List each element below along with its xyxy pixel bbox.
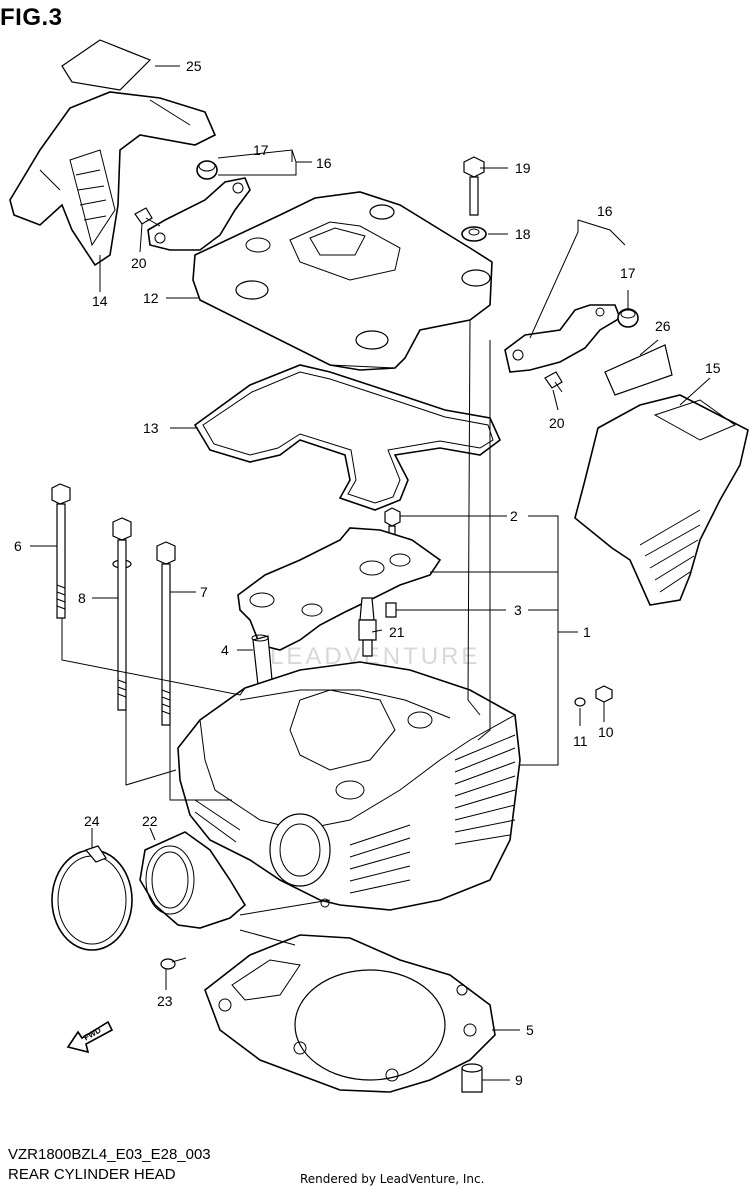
- part-16-bracket-left: [147, 177, 251, 251]
- callout-24: 24: [84, 813, 100, 829]
- callout-17: 17: [253, 142, 269, 158]
- callout-18: 18: [515, 226, 531, 242]
- callout-16-right: 16: [597, 203, 613, 219]
- part-15-cover: [574, 394, 749, 606]
- part-26-pad: [604, 344, 673, 396]
- model-code: VZR1800BZL4_E03_E28_003: [8, 1146, 211, 1163]
- part-7-bolt: [156, 541, 176, 726]
- part-21-spark-plug: [358, 597, 377, 657]
- callout-22: 22: [142, 813, 158, 829]
- callout-6: 6: [14, 538, 22, 554]
- callout-2: 2: [510, 508, 518, 524]
- callout-4: 4: [221, 642, 229, 658]
- part-20-bolt-left: [134, 207, 161, 227]
- callout-26: 26: [655, 318, 671, 334]
- callout-20-left: 20: [131, 255, 147, 271]
- part-10-bolt: [595, 685, 613, 703]
- part-18-washer: [461, 226, 487, 242]
- figure-title: FIG.3: [0, 4, 63, 31]
- part-20-bolt-right: [544, 371, 563, 393]
- part-11-washer: [574, 697, 586, 707]
- part-16-bracket-right: [504, 304, 621, 373]
- leader-lines: [30, 65, 711, 1081]
- callout-19: 19: [515, 160, 531, 176]
- cylinder-head: [177, 661, 521, 911]
- callout-8: 8: [78, 590, 86, 606]
- part-13-gasket: [193, 364, 501, 511]
- callout-3: 3: [514, 602, 522, 618]
- callout-21: 21: [389, 624, 405, 640]
- part-4-valve-lifter: [251, 634, 273, 686]
- part-17-grommet-left: [196, 160, 218, 180]
- diagram-caption: REAR CYLINDER HEAD: [8, 1166, 176, 1183]
- camshaft-cap: [237, 527, 442, 651]
- part-17-grommet-right: [617, 308, 639, 328]
- part-14-cover: [9, 91, 217, 267]
- part-5-head-gasket: [204, 934, 496, 1093]
- part-6-bolt: [51, 483, 71, 619]
- part-12-head-cover: [192, 191, 493, 371]
- callout-13: 13: [143, 420, 159, 436]
- part-19-bolt: [463, 156, 485, 216]
- part-22-intake-pipe: [139, 831, 247, 929]
- part-3-dowel: [385, 602, 397, 618]
- callout-10: 10: [598, 724, 614, 740]
- callout-17-right: 17: [620, 265, 636, 281]
- callout-15: 15: [705, 360, 721, 376]
- callout-20-right: 20: [549, 415, 565, 431]
- callout-16: 16: [316, 155, 332, 171]
- callout-14: 14: [92, 293, 108, 309]
- part-8-bolt: [112, 517, 132, 711]
- part-23-screw: [160, 957, 187, 970]
- callout-9: 9: [515, 1072, 523, 1088]
- callout-1: 1: [583, 624, 591, 640]
- part-9-dowel: [461, 1063, 483, 1093]
- callout-25: 25: [186, 58, 202, 74]
- render-credit: Rendered by LeadVenture, Inc.: [300, 1172, 485, 1186]
- callout-23: 23: [157, 993, 173, 1009]
- fwd-arrow-icon: FWD: [66, 1020, 114, 1054]
- callout-7: 7: [200, 584, 208, 600]
- callout-11: 11: [573, 733, 588, 749]
- callout-labels: 25 17 16 19 18 20 14 12 16 17 26 15 13 2…: [14, 58, 721, 1088]
- part-25-pad: [61, 39, 152, 91]
- callout-5: 5: [526, 1022, 534, 1038]
- callout-12: 12: [143, 290, 159, 306]
- part-24-clamp: [51, 845, 133, 951]
